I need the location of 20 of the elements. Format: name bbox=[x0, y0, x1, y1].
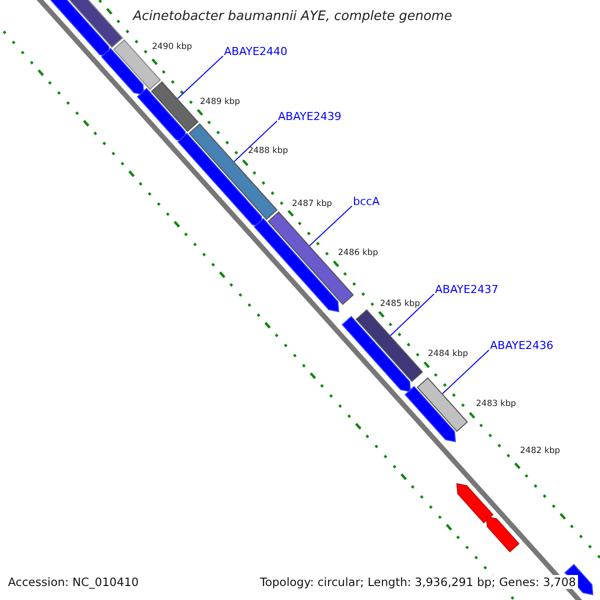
scale-label: 2482 kbp bbox=[520, 446, 560, 456]
gene-bar bbox=[150, 81, 199, 132]
scale-label: 2484 kbp bbox=[428, 349, 468, 359]
leader-line bbox=[390, 294, 434, 336]
gene-label: bccA bbox=[353, 195, 380, 208]
leader-line bbox=[442, 350, 490, 394]
footer-text: Accession: NC_010410 bbox=[6, 575, 141, 589]
leader-line bbox=[309, 206, 352, 246]
footer-text: Topology: circular; Length: 3,936,291 bp; Genes: 3,708 bbox=[258, 575, 578, 589]
scale-label: 2488 kbp bbox=[248, 146, 288, 156]
gene-bar bbox=[356, 309, 424, 382]
leader-line bbox=[234, 120, 278, 162]
scale-label: 2489 kbp bbox=[200, 97, 240, 107]
gene-label: ABAYE2439 bbox=[278, 110, 342, 123]
gene-label: ABAYE2440 bbox=[224, 45, 288, 58]
scale-label: 2486 kbp bbox=[338, 248, 378, 258]
gene-label: ABAYE2436 bbox=[490, 339, 554, 352]
gene-bar bbox=[416, 377, 468, 432]
gene-label: ABAYE2437 bbox=[435, 283, 498, 296]
title: Acinetobacter baumannii AYE, complete genome bbox=[133, 9, 452, 24]
